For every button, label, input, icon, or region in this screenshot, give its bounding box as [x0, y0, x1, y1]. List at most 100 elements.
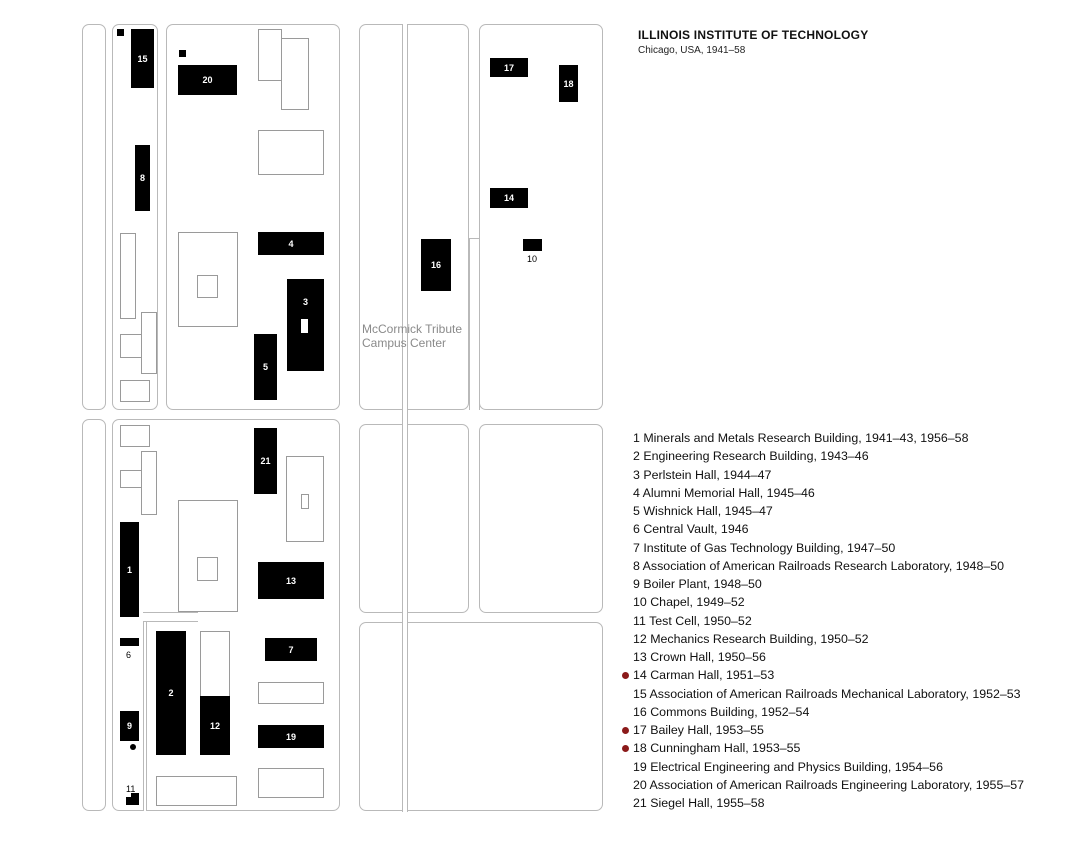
- legend-item-text: 2 Engineering Research Building, 1943–46: [633, 449, 869, 464]
- outline-courtyard: [197, 275, 218, 298]
- legend-item: 7 Institute of Gas Technology Building, …: [622, 539, 1024, 557]
- legend-item: 15 Association of American Railroads Mec…: [622, 685, 1024, 703]
- building-2[interactable]: 2: [156, 631, 186, 755]
- building-17[interactable]: 17: [490, 58, 528, 77]
- legend-item-text: 20 Association of American Railroads Eng…: [633, 777, 1025, 792]
- city-block: [82, 24, 106, 410]
- city-block: [479, 24, 603, 410]
- map-subtitle: Chicago, USA, 1941–58: [638, 45, 746, 56]
- outline-building: [156, 776, 237, 806]
- legend-item-text: 5 Wishnick Hall, 1945–47: [633, 504, 773, 518]
- legend-item-text: 21 Siegel Hall, 1955–58: [633, 796, 765, 810]
- building-13[interactable]: 13: [258, 562, 324, 599]
- building-19[interactable]: 19: [258, 725, 324, 748]
- small-structure-mark: [130, 744, 136, 750]
- legend-item: 20 Association of American Railroads Eng…: [622, 776, 1024, 794]
- legend-item: 5 Wishnick Hall, 1945–47: [622, 502, 1024, 520]
- building-6-label: 6: [126, 650, 132, 660]
- legend-item-text: 10 Chapel, 1949–52: [633, 595, 745, 610]
- legend-item-text: 3 Perlstein Hall, 1944–47: [633, 467, 772, 482]
- legend-item-text: 13 Crown Hall, 1950–56: [633, 650, 766, 664]
- walkway-spur: [469, 238, 480, 410]
- legend-item: 1 Minerals and Metals Research Building,…: [622, 429, 1024, 447]
- city-block: [359, 622, 603, 811]
- campus-map: 15 20 8 4 3 5 17 18 14 16 10 21 13 1 6 2…: [82, 24, 603, 812]
- legend-item-text: 7 Institute of Gas Technology Building, …: [633, 540, 896, 555]
- building-16[interactable]: 16: [421, 239, 451, 291]
- outline-building: [141, 312, 157, 374]
- legend-item: 18 Cunningham Hall, 1953–55: [622, 739, 1024, 757]
- outline-building: [120, 233, 136, 319]
- legend-item-text: 11 Test Cell, 1950–52: [633, 613, 752, 628]
- legend-item-text: 17 Bailey Hall, 1953–55: [633, 723, 764, 737]
- building-20[interactable]: 20: [178, 65, 237, 95]
- city-block: [82, 419, 106, 811]
- building-10[interactable]: [523, 239, 542, 251]
- legend-item: 8 Association of American Railroads Rese…: [622, 557, 1024, 575]
- campus-center-label: McCormick Tribute Campus Center: [362, 322, 463, 350]
- outline-courtyard: [301, 494, 309, 509]
- building-9[interactable]: 9: [120, 711, 139, 741]
- legend-item: 13 Crown Hall, 1950–56: [622, 648, 1024, 666]
- legend-item: 19 Electrical Engineering and Physics Bu…: [622, 758, 1024, 776]
- small-structure-mark: [179, 50, 186, 57]
- building-10-label: 10: [527, 254, 538, 264]
- outline-courtyard: [197, 557, 218, 581]
- legend-item-text: 14 Carman Hall, 1951–53: [633, 668, 775, 683]
- highlight-dot-icon: [622, 727, 629, 734]
- outline-building: [258, 682, 324, 704]
- legend-item-text: 4 Alumni Memorial Hall, 1945–46: [633, 485, 815, 500]
- highlight-dot-icon: [622, 672, 629, 680]
- outline-building: [141, 451, 157, 515]
- building-4[interactable]: 4: [258, 232, 324, 255]
- legend-item: 6 Central Vault, 1946: [622, 520, 1024, 538]
- building-8[interactable]: 8: [135, 145, 150, 211]
- city-block: [359, 24, 469, 410]
- legend-item: 9 Boiler Plant, 1948–50: [622, 575, 1024, 593]
- building-5[interactable]: 5: [254, 334, 277, 400]
- legend-item: 12 Mechanics Research Building, 1950–52: [622, 630, 1024, 648]
- legend-item-text: 9 Boiler Plant, 1948–50: [633, 577, 762, 591]
- building-21[interactable]: 21: [254, 428, 277, 494]
- city-block: [359, 424, 469, 613]
- legend-item: 2 Engineering Research Building, 1943–46: [622, 447, 1024, 465]
- legend-item: 3 Perlstein Hall, 1944–47: [622, 466, 1024, 484]
- building-14[interactable]: 14: [490, 188, 528, 208]
- building-12[interactable]: 12: [200, 696, 230, 755]
- legend-item-text: 16 Commons Building, 1952–54: [633, 704, 810, 719]
- building-7[interactable]: 7: [265, 638, 317, 661]
- building-6[interactable]: [120, 638, 139, 646]
- legend-item: 14 Carman Hall, 1951–53: [622, 666, 1024, 684]
- small-structure-mark: [117, 29, 124, 36]
- outline-building: [120, 470, 142, 488]
- building-15[interactable]: 15: [131, 29, 154, 88]
- legend-item: 10 Chapel, 1949–52: [622, 593, 1024, 611]
- building-legend: 1 Minerals and Metals Research Building,…: [622, 429, 1024, 812]
- legend-item: 16 Commons Building, 1952–54: [622, 703, 1024, 721]
- road-lower: [143, 612, 147, 811]
- legend-item-text: 15 Association of American Railroads Mec…: [633, 686, 1021, 701]
- outline-building: [200, 631, 230, 697]
- walkway: [402, 24, 408, 812]
- legend-item: 11 Test Cell, 1950–52: [622, 612, 1024, 630]
- outline-building: [258, 768, 324, 798]
- city-block: [479, 424, 603, 613]
- legend-item-text: 1 Minerals and Metals Research Building,…: [633, 431, 969, 445]
- building-18[interactable]: 18: [559, 65, 578, 102]
- legend-item-text: 6 Central Vault, 1946: [633, 522, 749, 537]
- building-1[interactable]: 1: [120, 522, 139, 617]
- road-lower-cross: [143, 612, 198, 622]
- legend-item: 21 Siegel Hall, 1955–58: [622, 794, 1024, 812]
- building-3-courtyard: [301, 319, 308, 333]
- outline-building: [120, 334, 142, 358]
- outline-building: [281, 38, 309, 110]
- highlight-dot-icon: [622, 745, 629, 753]
- legend-item-text: 12 Mechanics Research Building, 1950–52: [633, 631, 869, 646]
- outline-building: [178, 500, 238, 612]
- legend-item-text: 18 Cunningham Hall, 1953–55: [633, 741, 801, 756]
- outline-building: [258, 29, 282, 81]
- outline-building: [258, 130, 324, 175]
- legend-item: 17 Bailey Hall, 1953–55: [622, 721, 1024, 739]
- outline-building: [120, 380, 150, 402]
- building-11-annex: [131, 793, 139, 805]
